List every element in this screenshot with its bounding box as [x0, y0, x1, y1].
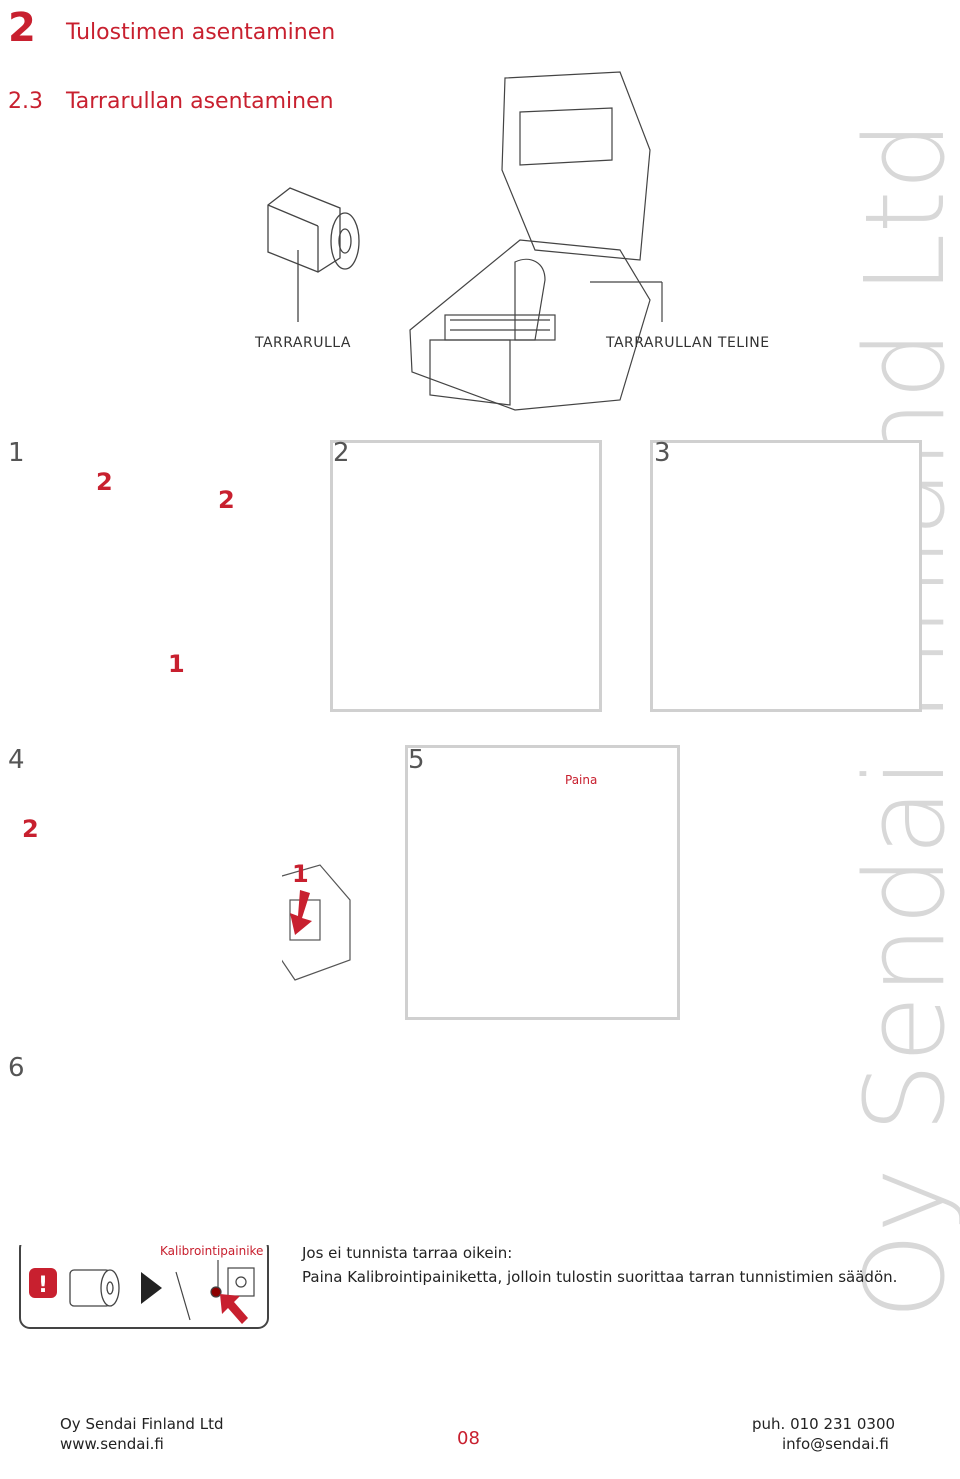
tip-body: Paina Kalibrointipainiketta, jolloin tul… — [302, 1268, 898, 1286]
section-title: Tarrarullan asentaminen — [66, 89, 334, 114]
step5-press-caption: Paina — [565, 773, 598, 787]
label-roll-callout: TARRARULLA — [255, 335, 351, 351]
calibration-button-label: Kalibrointipainike — [160, 1244, 264, 1258]
footer-company: Oy Sendai Finland Ltd — [60, 1415, 224, 1433]
step4-number: 4 — [8, 745, 25, 775]
step5-number: 5 — [408, 745, 425, 775]
step1-mark-b: 2 — [218, 486, 235, 514]
play-triangle-icon — [141, 1272, 162, 1304]
label-roll-illustration — [267, 187, 360, 322]
step1-mark-c: 1 — [168, 650, 185, 678]
section-number: 2.3 — [8, 89, 43, 114]
tip-title: Jos ei tunnista tarraa oikein: — [302, 1244, 513, 1262]
calibration-button-illustration — [175, 1260, 255, 1321]
roll-icon — [69, 1269, 120, 1307]
step5-panel — [405, 745, 680, 1020]
chapter-title: Tulostimen asentaminen — [66, 20, 336, 45]
label-holder-callout: TARRARULLAN TELINE — [606, 335, 770, 351]
footer-phone: puh. 010 231 0300 — [752, 1415, 896, 1433]
step4-panel — [10, 745, 282, 1017]
chapter-number: 2 — [8, 5, 36, 51]
step3-number: 3 — [654, 438, 671, 468]
step4-mark-b: 1 — [292, 860, 309, 888]
step2-number: 2 — [333, 438, 350, 468]
svg-text:!: ! — [38, 1273, 48, 1298]
step6-number: 6 — [8, 1053, 25, 1083]
step3-panel — [650, 440, 922, 712]
page-number: 08 — [457, 1428, 480, 1449]
open-printer-illustration — [409, 71, 663, 411]
press-arrow — [220, 1294, 248, 1324]
warning-icon: ! — [29, 1268, 57, 1298]
footer-email[interactable]: info@sendai.fi — [782, 1435, 889, 1453]
step1-panel — [10, 440, 282, 712]
step1-mark-a: 2 — [96, 468, 113, 496]
footer-website[interactable]: www.sendai.fi — [60, 1435, 164, 1453]
step6-panel — [10, 1050, 282, 1245]
step2-panel — [330, 440, 602, 712]
step4-mark-a: 2 — [22, 815, 39, 843]
step1-number: 1 — [8, 438, 25, 468]
